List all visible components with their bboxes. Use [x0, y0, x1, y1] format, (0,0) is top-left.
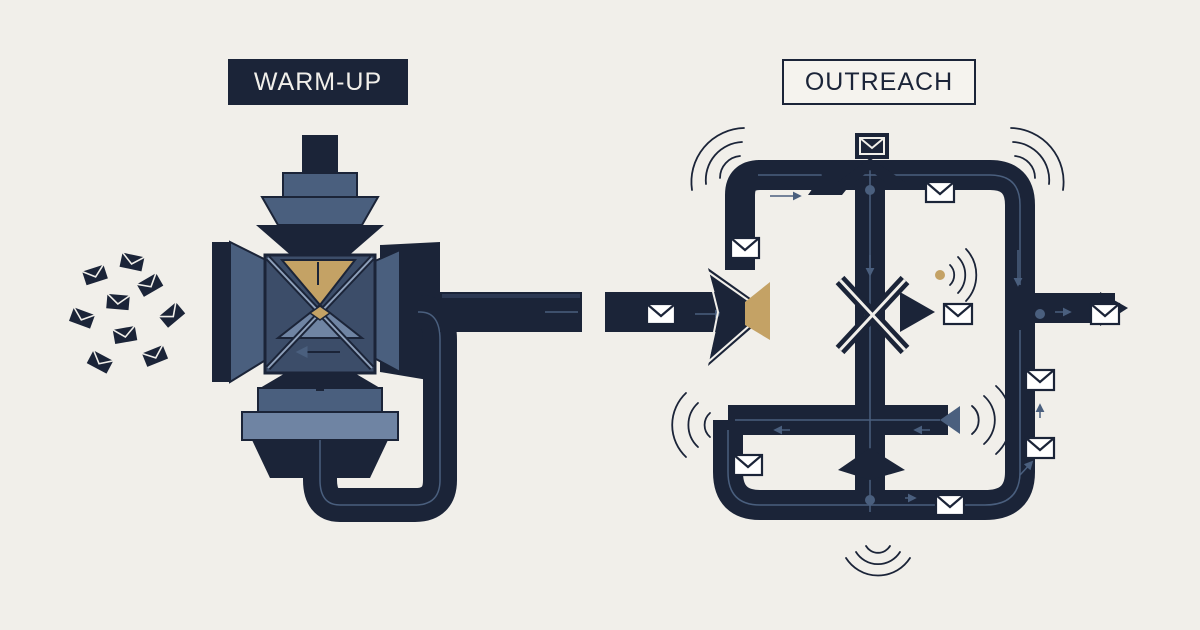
- envelope-icon: [140, 343, 170, 369]
- envelope-icon: [729, 236, 761, 260]
- signal-waves-icon: [1010, 127, 1065, 191]
- envelope-icon: [104, 292, 132, 312]
- scattered-emails: [67, 250, 188, 376]
- outreach-label: OUTREACH: [782, 59, 976, 105]
- signal-waves-icon: [971, 385, 1012, 455]
- envelope-icon: [156, 300, 188, 330]
- signal-waves-icon: [671, 392, 711, 458]
- envelope-icon: [934, 493, 966, 517]
- envelope-icon: [942, 302, 974, 326]
- envelope-icon: [645, 302, 677, 326]
- envelope-icon: [134, 271, 166, 299]
- signal-waves-icon: [845, 545, 911, 577]
- envelope-icon: [924, 180, 956, 204]
- signal-waves-icon: [690, 127, 745, 191]
- warm-up-machine-icon: [212, 135, 440, 478]
- envelope-icon: [855, 133, 889, 159]
- envelope-icon: [1024, 368, 1056, 392]
- envelope-icon: [732, 453, 764, 477]
- signal-waves-icon: [949, 248, 978, 302]
- envelope-icon: [1024, 436, 1056, 460]
- envelope-icon: [1089, 302, 1121, 326]
- warm-up-label: WARM-UP: [228, 59, 408, 105]
- envelope-icon: [80, 262, 110, 288]
- envelope-icon: [117, 250, 147, 274]
- envelope-icon: [67, 305, 97, 331]
- outreach-network: [605, 127, 1128, 577]
- envelope-icon: [110, 324, 140, 346]
- envelope-icon: [84, 348, 116, 376]
